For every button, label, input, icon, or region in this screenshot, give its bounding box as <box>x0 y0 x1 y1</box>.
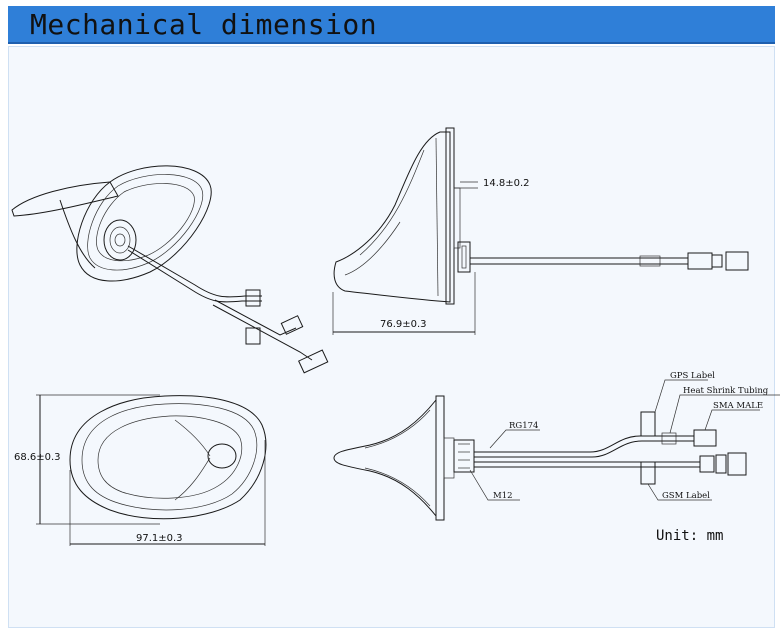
callout-rg174: RG174 <box>509 421 538 431</box>
callout-heat-shrink: Heat Shrink Tubing <box>683 386 769 396</box>
callout-gsm-label: GSM Label <box>662 491 710 501</box>
callout-m12: M12 <box>493 491 513 501</box>
dim-side-length-label: 76.9±0.3 <box>380 319 427 330</box>
top-view: 68.6±0.3 97.1±0.3 <box>14 394 267 546</box>
dim-length-label: 97.1±0.3 <box>136 533 183 544</box>
unit-label: Unit: mm <box>656 528 723 544</box>
callout-gps-label: GPS Label <box>670 371 715 381</box>
dim-flange-label: 14.8±0.2 <box>483 178 530 189</box>
isometric-view <box>11 165 329 374</box>
callout-sma-male: SMA MALE <box>713 401 763 411</box>
side-view: 14.8±0.2 76.9±0.3 <box>332 127 749 335</box>
front-view: GPS Label Heat Shrink Tubing SMA MALE RG… <box>333 371 780 544</box>
drawing-panel <box>8 46 775 628</box>
section-title: Mechanical dimension <box>30 8 378 41</box>
section-header: Mechanical dimension <box>8 6 775 44</box>
dim-width-label: 68.6±0.3 <box>14 452 61 463</box>
